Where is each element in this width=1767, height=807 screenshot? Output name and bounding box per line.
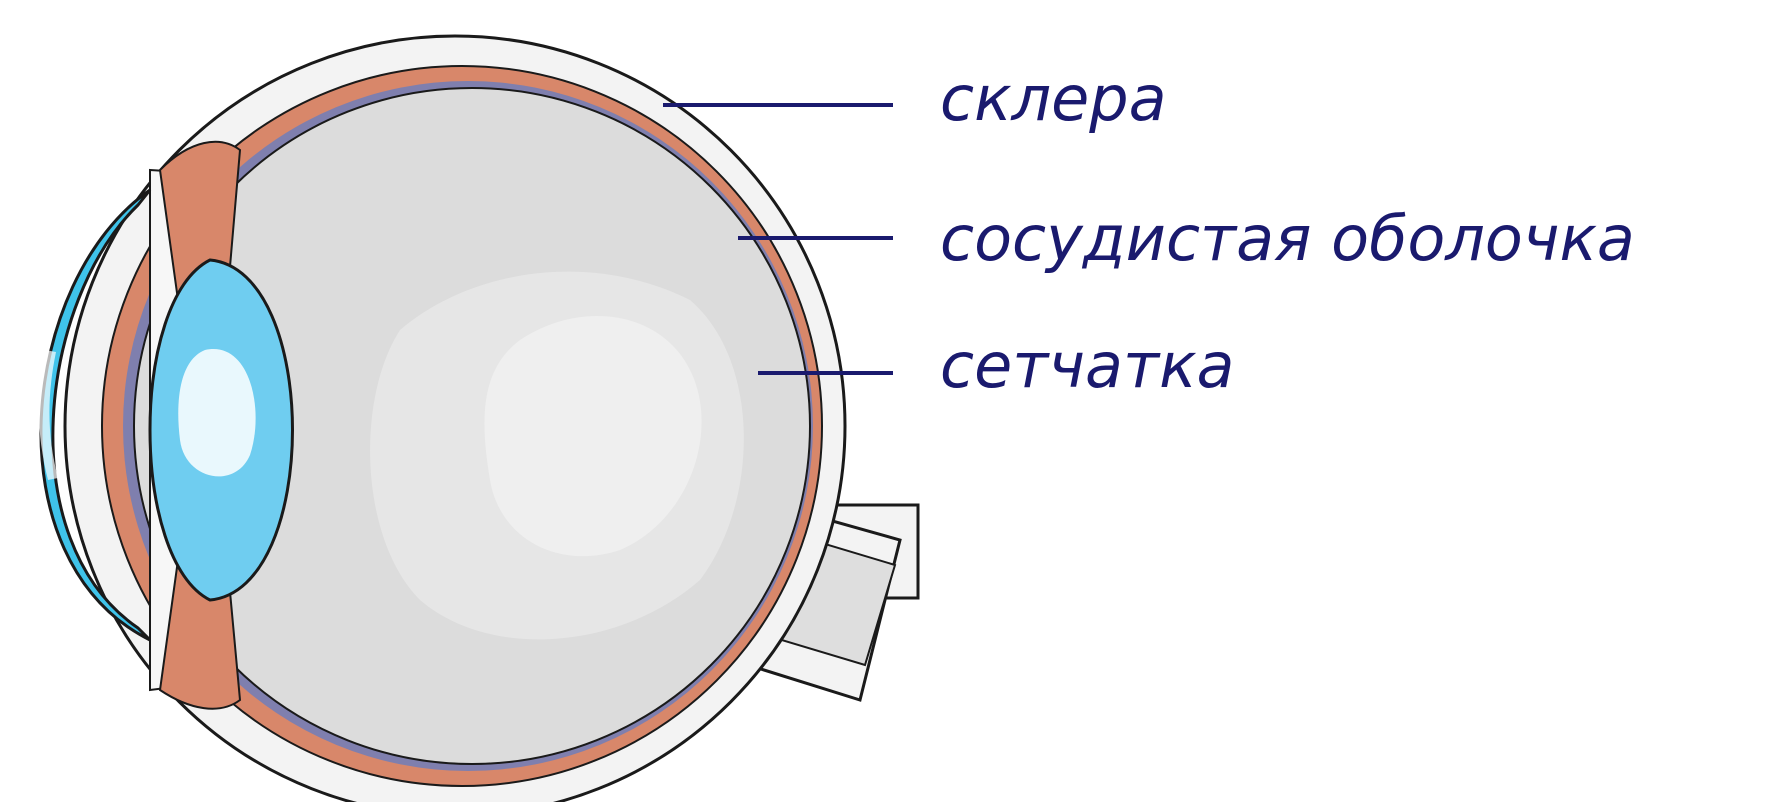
label-retina: сетчатка	[940, 335, 1235, 397]
label-choroid: сосудистая оболочка	[940, 208, 1635, 270]
label-sclera: склера	[940, 68, 1167, 130]
